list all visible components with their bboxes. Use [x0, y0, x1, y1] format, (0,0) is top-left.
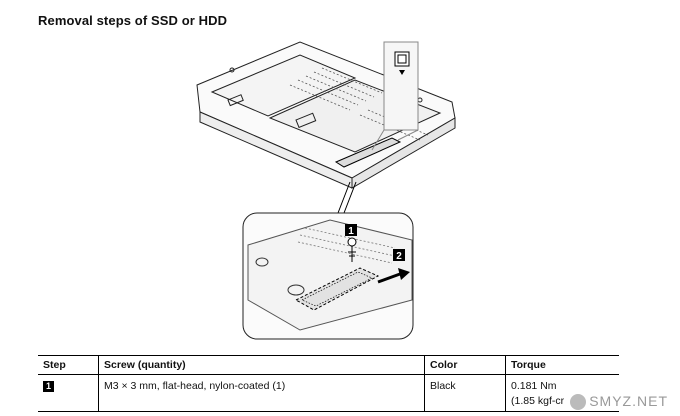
watermark: SMYZ.NET [568, 392, 670, 410]
col-screw: Screw (quantity) [98, 355, 425, 375]
laptop-bottom-illustration: 1 2 [196, 41, 456, 340]
col-color: Color [424, 355, 506, 375]
table-row: 1 M3 × 3 mm, flat-head, nylon-coated (1)… [38, 374, 619, 412]
watermark-logo-icon [570, 394, 587, 410]
section-heading: Removal steps of SSD or HDD [38, 13, 228, 28]
cell-screw: M3 × 3 mm, flat-head, nylon-coated (1) [98, 374, 425, 412]
torque-nm: 0.181 Nm [511, 380, 557, 392]
watermark-text: SMYZ.NET [589, 392, 668, 409]
cell-color: Black [424, 374, 506, 412]
step-badge: 1 [43, 381, 54, 392]
zoomed-inset [242, 212, 414, 340]
col-torque: Torque [505, 355, 619, 375]
callout-1-label: 1 [348, 226, 354, 237]
callout-2-label: 2 [396, 251, 402, 262]
location-callout [371, 41, 419, 151]
table-header-row: Step Screw (quantity) Color Torque [38, 355, 619, 375]
screw-spec-table: Step Screw (quantity) Color Torque 1 M3 … [38, 355, 619, 412]
cell-step: 1 [38, 374, 99, 412]
torque-kgf: (1.85 kgf-cr [511, 395, 565, 407]
col-step: Step [38, 355, 99, 375]
